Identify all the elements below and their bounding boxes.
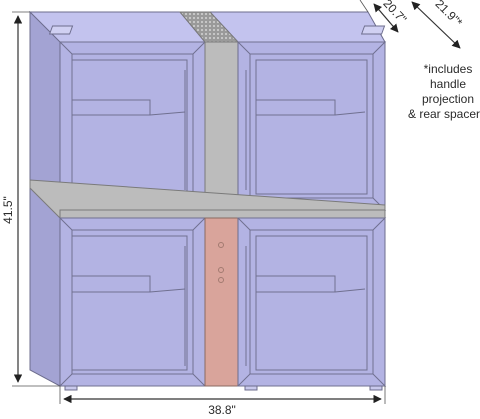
note-line-1: *includes bbox=[424, 62, 473, 76]
lower-center-spacer bbox=[204, 217, 239, 387]
foot-left bbox=[64, 385, 78, 391]
note-line-3: projection bbox=[422, 92, 474, 106]
drawer-lower-right bbox=[236, 217, 387, 387]
drawer-lower-left bbox=[58, 217, 207, 387]
depth-label: 20.7" bbox=[380, 0, 409, 26]
top-handle-slot-right bbox=[360, 25, 386, 35]
depth-extension bbox=[359, 0, 369, 13]
spacer-holes bbox=[218, 242, 224, 283]
top-handle-slot-left bbox=[48, 25, 74, 35]
depth-total-dimension-line bbox=[411, 1, 461, 49]
drawer-upper-right bbox=[236, 41, 387, 211]
middle-gray-band bbox=[59, 209, 386, 219]
depth-total-label: 21.9"* bbox=[432, 0, 465, 30]
top-right-surface bbox=[208, 11, 386, 43]
upper-center-spacer bbox=[204, 41, 239, 211]
note-line-4: & rear spacer bbox=[408, 107, 480, 121]
width-label: 38.8" bbox=[208, 403, 236, 417]
foot-mid bbox=[244, 385, 258, 391]
depth-dimension-line bbox=[373, 3, 399, 33]
note-line-2: handle bbox=[430, 77, 466, 91]
foot-right bbox=[369, 385, 383, 391]
height-label: 41.5" bbox=[1, 196, 15, 224]
